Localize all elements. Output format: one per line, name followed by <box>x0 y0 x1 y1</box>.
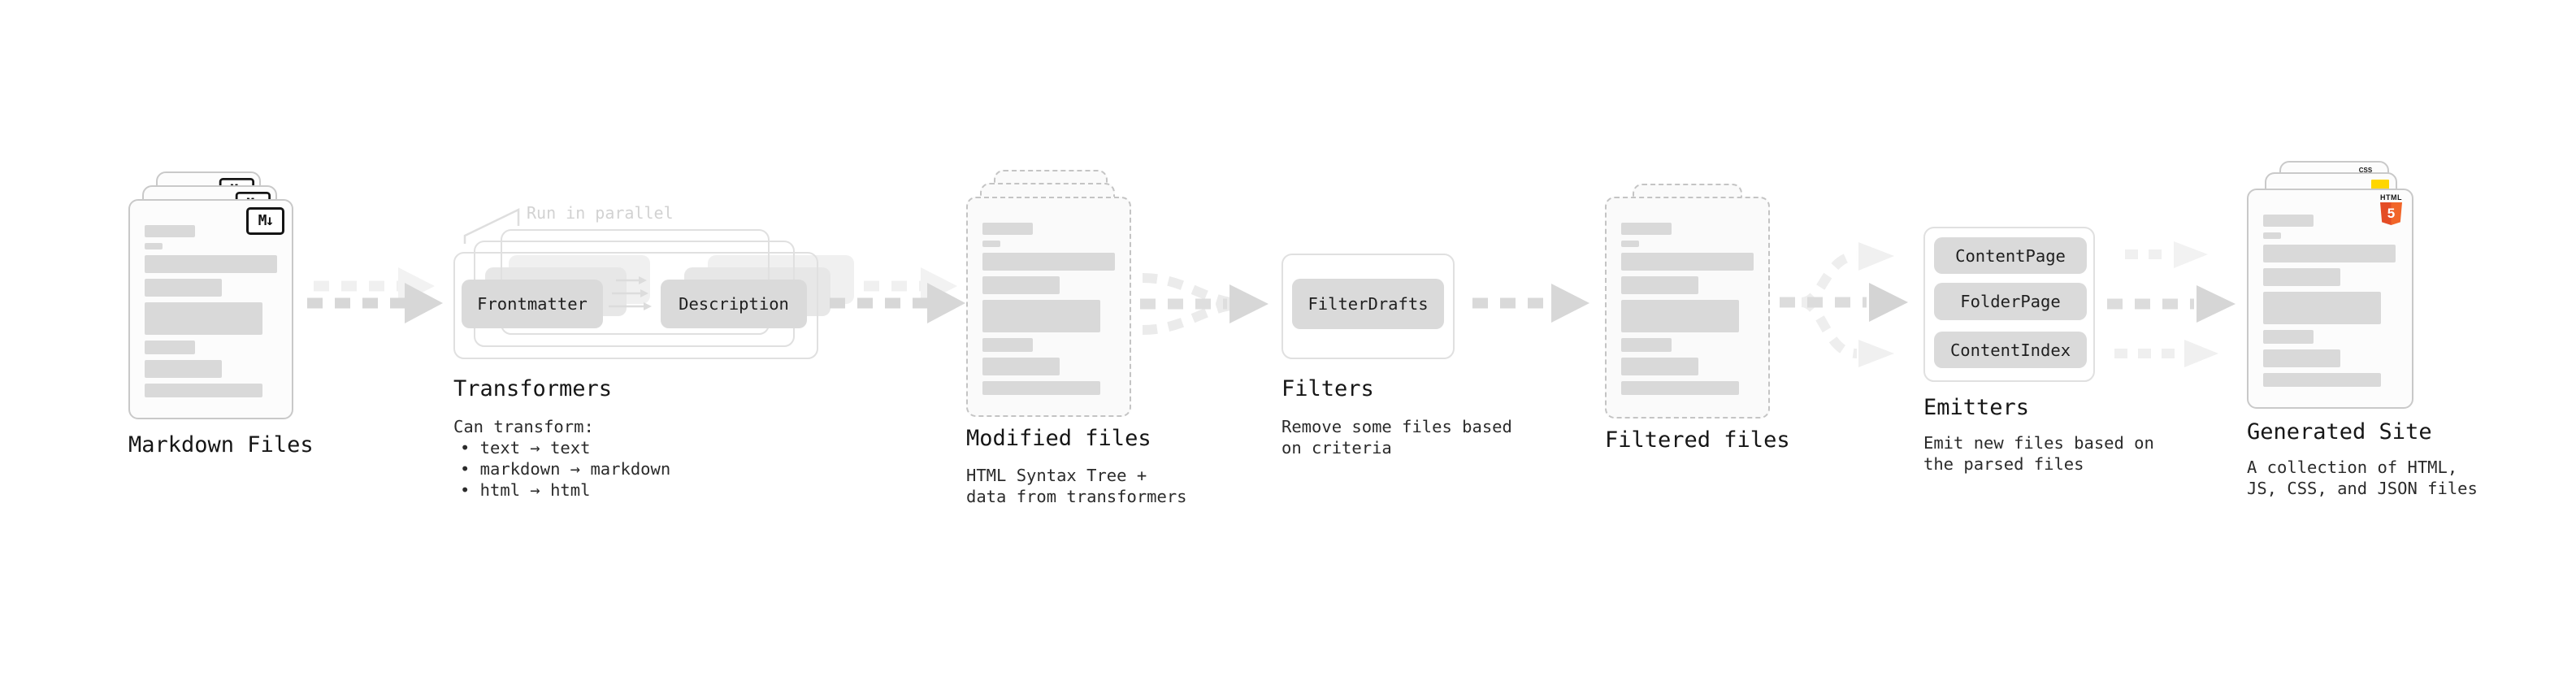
arrow-filtered-to-emitters <box>1780 242 1908 367</box>
filters-label: Filters <box>1281 376 1374 401</box>
skeleton-text-bar <box>982 338 1033 352</box>
skeleton-text-bar <box>145 360 222 378</box>
skeleton-text-bar <box>2263 215 2314 227</box>
skeleton-text-bar <box>1621 338 1672 352</box>
skeleton-text-bar <box>982 381 1100 395</box>
skeleton-text-bar <box>1621 381 1739 395</box>
generated-doc-front: HTML 5 <box>2247 189 2413 409</box>
skeleton-text-bar <box>982 276 1060 294</box>
emitters-frame <box>1923 227 2095 382</box>
markdown-icon: M↓ <box>246 207 284 235</box>
skeleton-text-bar <box>145 384 262 397</box>
skeleton-text-bar <box>145 279 222 297</box>
skeleton-text-bar <box>982 253 1115 271</box>
transformers-bullet: • text → text <box>460 438 591 458</box>
transformer-box-frontmatter: Frontmatter <box>462 280 603 328</box>
filtered-doc-front <box>1605 197 1770 419</box>
skeleton-text-bar <box>982 241 1000 247</box>
filtered-files-label: Filtered files <box>1605 427 1790 453</box>
skeleton-text-bar <box>1621 241 1639 247</box>
skeleton-text-bar <box>1621 358 1698 375</box>
filters-frame <box>1281 254 1455 359</box>
skeleton-text-bar <box>145 225 195 237</box>
arrow-modified-to-filters <box>1140 273 1268 335</box>
transformers-label: Transformers <box>453 376 613 401</box>
skeleton-text-bar <box>2263 373 2381 387</box>
emitter-box-folderpage: FolderPage <box>1934 283 2087 320</box>
annotation-leader-line <box>463 208 520 244</box>
generated-site-label: Generated Site <box>2247 419 2432 445</box>
skeleton-text-bar <box>1621 223 1672 235</box>
html5-icon: HTML 5 <box>2380 194 2402 225</box>
skeleton-text-bar <box>982 358 1060 375</box>
transformers-desc-title: Can transform: <box>453 417 594 436</box>
emitters-desc: Emit new files based on <box>1923 433 2154 453</box>
transformers-bullet: • html → html <box>460 480 591 500</box>
arrow-transformers-to-modified <box>830 267 965 323</box>
generated-site-desc: A collection of HTML, <box>2247 458 2458 477</box>
transformers-bullet: • markdown → markdown <box>460 459 671 479</box>
skeleton-text-bar <box>2263 292 2381 324</box>
markdown-doc-front: M↓ <box>128 199 293 419</box>
skeleton-text-bar <box>145 340 195 354</box>
run-in-parallel-annotation: Run in parallel <box>527 203 674 223</box>
filters-desc: on criteria <box>1281 438 1392 458</box>
skeleton-text-bar <box>982 223 1033 235</box>
js-icon <box>2371 180 2389 189</box>
modified-files-desc: HTML Syntax Tree + <box>966 466 1147 485</box>
skeleton-text-bar <box>1621 300 1739 332</box>
skeleton-text-bar <box>2263 245 2396 262</box>
skeleton-text-bar <box>2263 330 2314 344</box>
skeleton-text-bar <box>1621 276 1698 294</box>
skeleton-text-bar <box>1621 253 1754 271</box>
skeleton-text-bar <box>145 302 262 335</box>
skeleton-text-bar <box>2263 232 2281 239</box>
markdown-files-label: Markdown Files <box>128 432 314 458</box>
modified-files-label: Modified files <box>966 426 1151 451</box>
emitters-label: Emitters <box>1923 395 2030 420</box>
transformer-box-description: Description <box>661 280 807 328</box>
parallel-arrows-icon <box>609 276 652 310</box>
emitter-box-contentindex: ContentIndex <box>1934 332 2087 368</box>
arrow-emitters-to-generated <box>2107 241 2236 367</box>
emitters-desc: the parsed files <box>1923 454 2084 474</box>
filters-desc: Remove some files based <box>1281 417 1512 436</box>
arrow-markdown-to-transformers <box>307 267 443 323</box>
transformers-frame <box>453 252 818 359</box>
skeleton-text-bar <box>982 300 1100 332</box>
filter-box-filterdrafts: FilterDrafts <box>1292 279 1444 329</box>
modified-files-desc: data from transformers <box>966 487 1187 506</box>
skeleton-text-bar <box>2263 268 2340 286</box>
emitter-box-contentpage: ContentPage <box>1934 237 2087 274</box>
modified-doc-front <box>966 197 1131 417</box>
arrow-filters-to-filtered <box>1472 284 1589 323</box>
skeleton-text-bar <box>145 255 277 273</box>
skeleton-text-bar <box>2263 349 2340 367</box>
generated-site-desc: JS, CSS, and JSON files <box>2247 479 2478 498</box>
skeleton-text-bar <box>145 243 163 249</box>
